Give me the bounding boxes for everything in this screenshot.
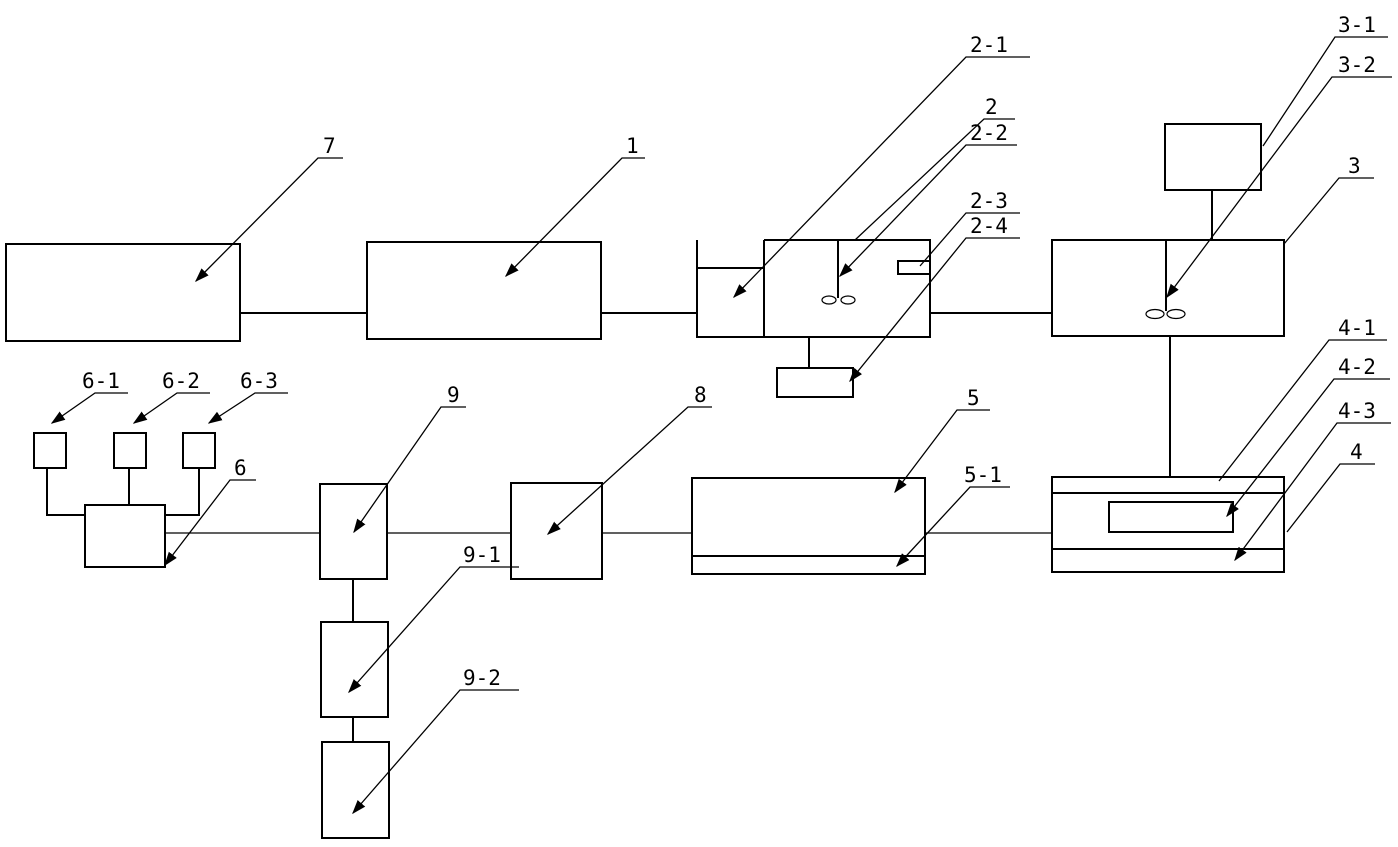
stirrer-3-2-blade-right <box>1166 308 1186 320</box>
stirrer-2-2-blade-left <box>821 295 837 305</box>
leader-4-2 <box>1226 378 1390 518</box>
unit-2-box <box>696 239 931 338</box>
unit-1-box <box>366 241 602 340</box>
unit-6-1-box <box>33 432 67 469</box>
leader-6-2 <box>132 392 210 424</box>
link-6-1-6 <box>46 468 85 516</box>
unit-3-1-box <box>1164 123 1262 191</box>
label-2-4: 2-4 <box>970 214 1008 238</box>
unit-5-box <box>691 477 926 575</box>
unit-8-box <box>510 482 603 580</box>
unit-6-box <box>84 504 166 568</box>
leader-7 <box>194 157 343 283</box>
label-3-2: 3-2 <box>1338 53 1376 77</box>
leader-9 <box>353 406 466 534</box>
unit-6-2-box <box>113 432 147 469</box>
label-2-1: 2-1 <box>970 33 1008 57</box>
label-9: 9 <box>447 383 460 407</box>
stirrer-2-2-blade-right <box>840 295 856 305</box>
leader-2-1 <box>733 56 1030 299</box>
leader-2-4 <box>849 237 1020 383</box>
leader-2 <box>854 118 1015 241</box>
leader-8 <box>546 406 712 535</box>
leader-9-1 <box>348 566 519 694</box>
window-4-2 <box>1108 501 1234 533</box>
unit-7-box <box>5 243 241 342</box>
leader-6 <box>164 479 256 567</box>
label-9-2: 9-2 <box>463 666 501 690</box>
leader-2-2 <box>839 144 1017 278</box>
unit-4-box <box>1051 476 1285 573</box>
leader-6-1 <box>50 392 128 424</box>
leader-4-1 <box>1218 339 1387 482</box>
label-9-1: 9-1 <box>463 543 501 567</box>
unit-9-2-box <box>321 741 390 839</box>
leader-2-3 <box>919 212 1020 267</box>
label-6: 6 <box>234 456 247 480</box>
label-5-1: 5-1 <box>964 463 1002 487</box>
label-4-2: 4-2 <box>1338 355 1376 379</box>
link-6-3-6 <box>165 468 200 516</box>
leader-4-3 <box>1234 422 1391 562</box>
unit-2-4-box <box>776 367 854 398</box>
label-4-1: 4-1 <box>1338 316 1376 340</box>
leader-6-3 <box>207 392 288 424</box>
unit-6-3-box <box>182 432 216 469</box>
leader-5 <box>894 409 990 494</box>
label-8: 8 <box>694 383 707 407</box>
label-6-1: 6-1 <box>82 369 120 393</box>
unit-9-1-box <box>320 621 389 718</box>
label-2-3: 2-3 <box>970 189 1008 213</box>
leader-1 <box>504 157 645 278</box>
label-1: 1 <box>626 134 639 158</box>
sensor-2-3-box <box>897 260 931 275</box>
unit-3-box <box>1051 239 1285 337</box>
label-2: 2 <box>985 95 998 119</box>
label-2-2: 2-2 <box>970 121 1008 145</box>
leader-9-2 <box>352 689 519 815</box>
stirrer-3-2-blade-left <box>1145 308 1165 320</box>
leader-5-1 <box>896 486 1010 568</box>
leader-4 <box>1286 463 1375 533</box>
leader-3-2 <box>1166 76 1392 299</box>
label-5: 5 <box>967 386 980 410</box>
label-6-3: 6-3 <box>240 369 278 393</box>
leader-3-1 <box>1262 36 1388 147</box>
leader-3 <box>1283 177 1374 245</box>
label-6-2: 6-2 <box>162 369 200 393</box>
label-4: 4 <box>1350 440 1363 464</box>
label-4-3: 4-3 <box>1338 399 1376 423</box>
label-3-1: 3-1 <box>1338 13 1376 37</box>
label-7: 7 <box>323 134 336 158</box>
label-3: 3 <box>1348 154 1361 178</box>
